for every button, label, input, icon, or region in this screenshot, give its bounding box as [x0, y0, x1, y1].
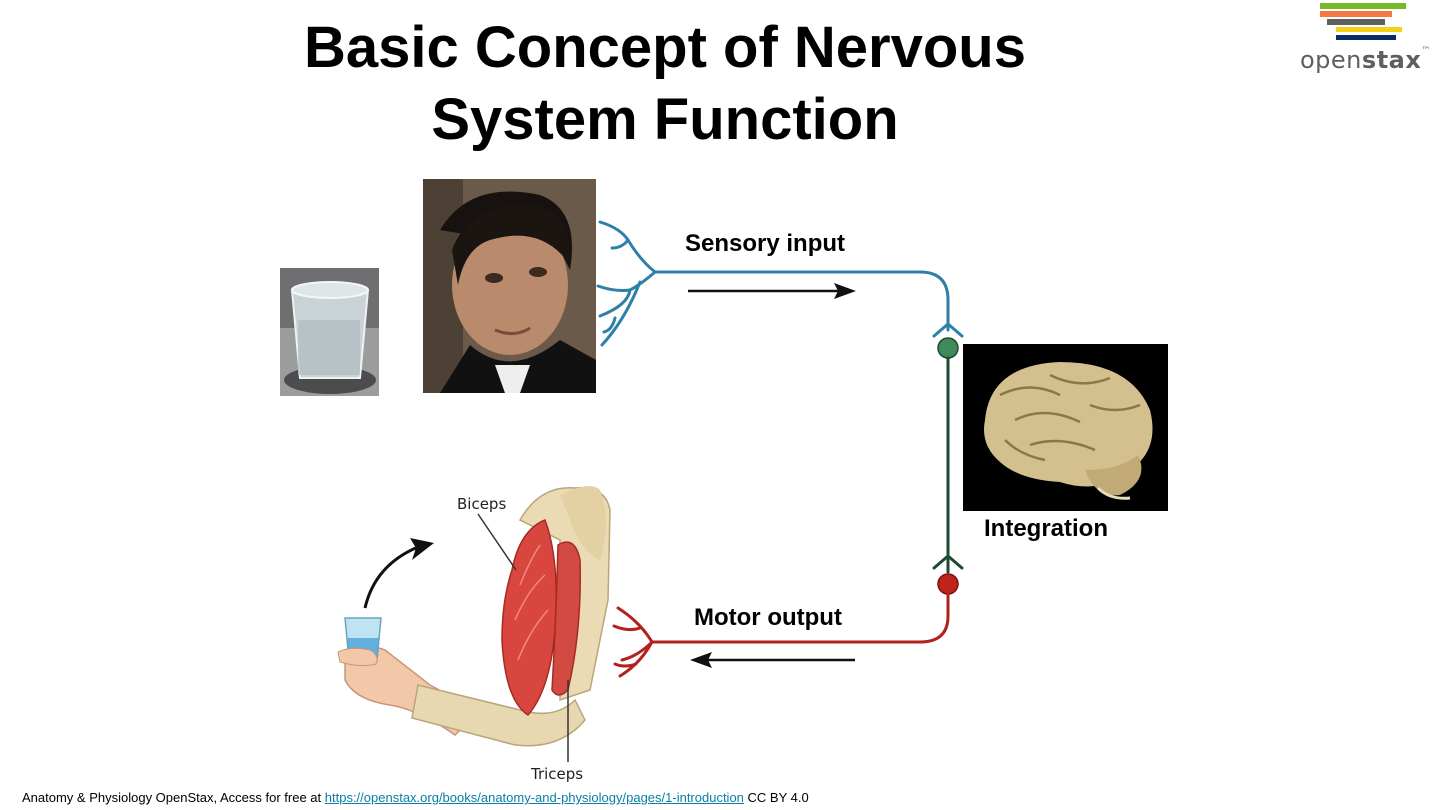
motor-synapse-icon — [937, 573, 959, 595]
brain-photo — [963, 344, 1168, 511]
sensory-direction-arrow — [688, 283, 856, 299]
sensory-input-label: Sensory input — [685, 230, 846, 257]
biceps-label: Biceps — [457, 495, 507, 513]
logo-text-light: open — [1300, 46, 1362, 74]
attribution-prefix: Anatomy & Physiology OpenStax, Access fo… — [22, 790, 325, 805]
glass-of-water-photo — [280, 268, 379, 396]
openstax-wordmark: openstax™ — [1300, 46, 1431, 74]
person-face-photo — [423, 179, 596, 393]
arm-muscle-illustration — [337, 486, 611, 762]
openstax-logo-icon — [1320, 3, 1406, 40]
motor-neuron — [612, 592, 950, 678]
triceps-label: Triceps — [531, 765, 584, 783]
integration-neuron — [932, 356, 964, 574]
integration-label: Integration — [984, 515, 1108, 542]
attribution-license: CC BY 4.0 — [743, 790, 809, 805]
sensory-synapse-icon — [937, 337, 959, 359]
attribution-footer: Anatomy & Physiology OpenStax, Access fo… — [22, 790, 809, 805]
curved-lift-arrow — [363, 538, 434, 609]
motor-output-label: Motor output — [694, 604, 842, 631]
logo-text-bold: stax — [1361, 46, 1422, 74]
openstax-link[interactable]: https://openstax.org/books/anatomy-and-p… — [324, 790, 744, 805]
logo-trademark: ™ — [1421, 46, 1431, 56]
slide-title: Basic Concept of Nervous System Function — [260, 12, 1070, 156]
sensory-neuron — [596, 220, 964, 347]
motor-direction-arrow — [690, 652, 855, 668]
slide-title-line-1: Basic Concept of Nervous — [304, 15, 1026, 80]
slide-title-line-2: System Function — [431, 87, 899, 152]
